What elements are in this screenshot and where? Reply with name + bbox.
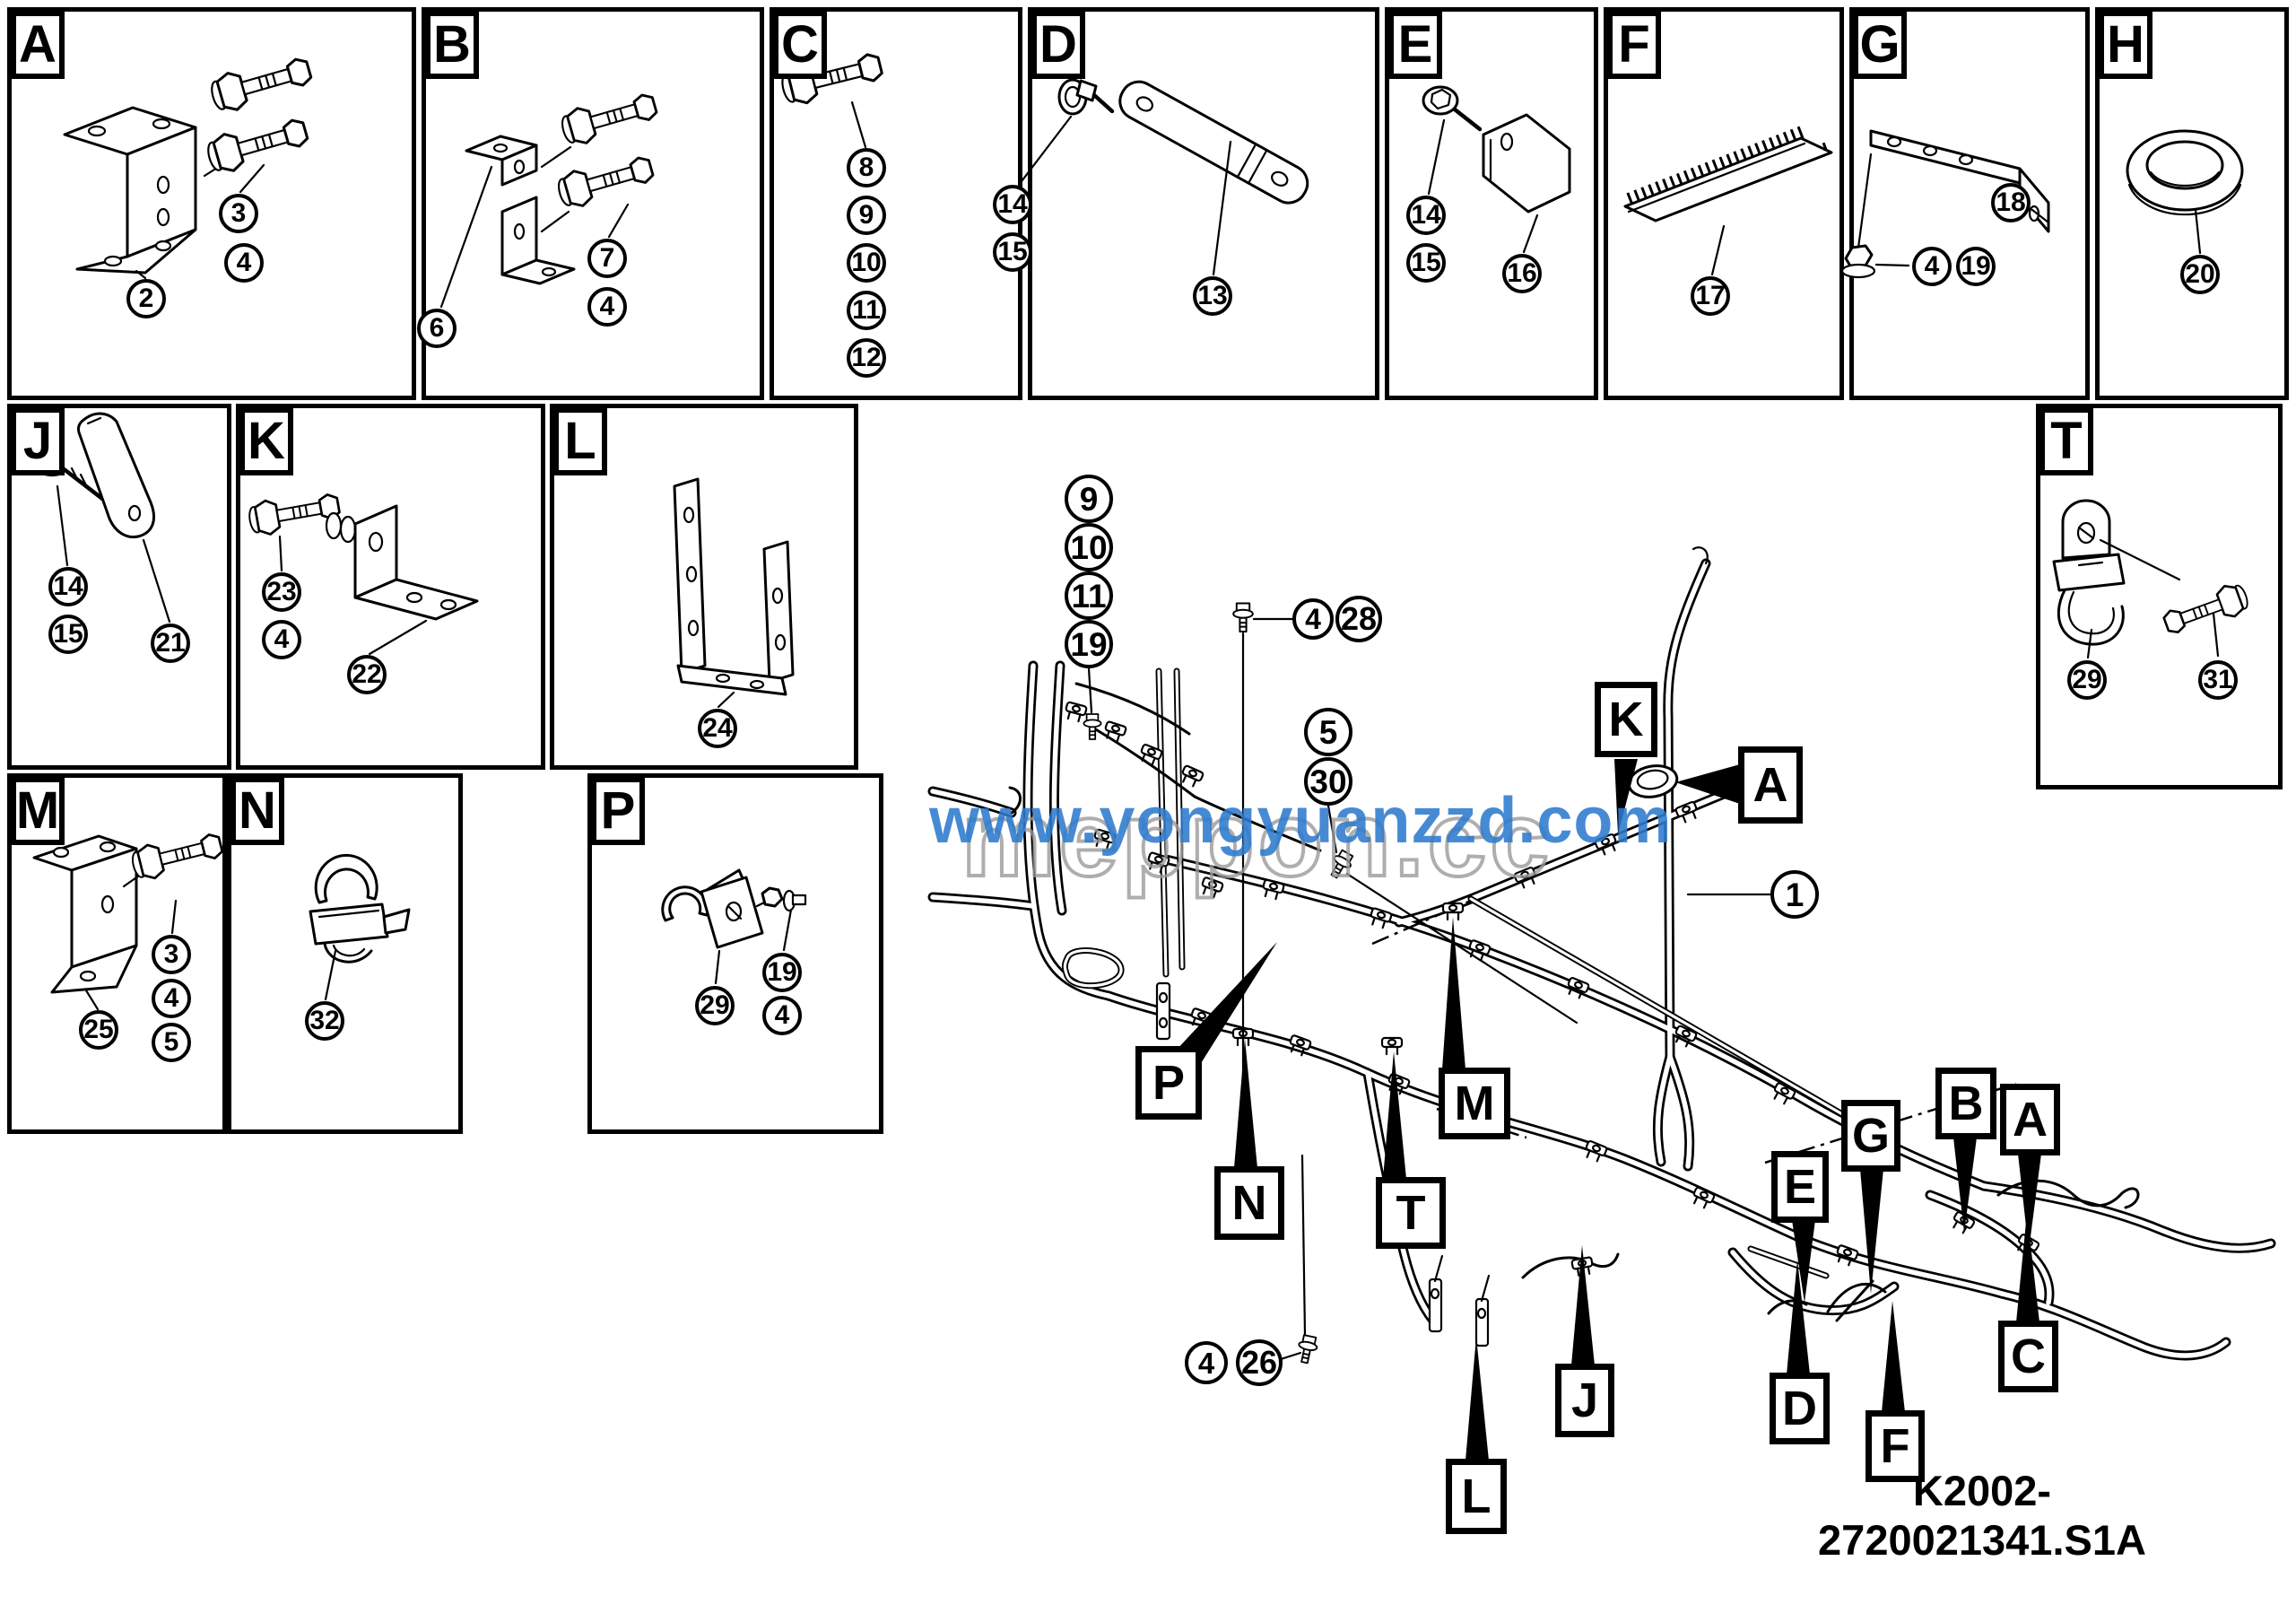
box-label-B: B xyxy=(425,11,479,79)
callout-circle-9: 9 xyxy=(1065,475,1113,523)
callout-circle-32: 32 xyxy=(305,1001,344,1041)
box-label-E: E xyxy=(1388,11,1442,79)
callout-circle-6: 6 xyxy=(417,309,457,348)
callout-circle-29: 29 xyxy=(2067,660,2107,700)
callout-circle-19: 19 xyxy=(1065,620,1113,668)
box-label-J: J xyxy=(11,407,65,475)
callout-circle-21: 21 xyxy=(151,624,190,663)
callout-circle-18: 18 xyxy=(1991,183,2031,222)
callout-circle-16: 16 xyxy=(1502,254,1542,293)
callout-circle-13: 13 xyxy=(1193,276,1232,316)
flag-J-7: J xyxy=(1555,1364,1614,1437)
callout-circle-4: 4 xyxy=(262,620,301,659)
callout-circle-10: 10 xyxy=(1065,523,1113,571)
flag-L-6: L xyxy=(1446,1459,1507,1534)
part-box-M xyxy=(7,773,227,1134)
watermark-gray: meppon.cc xyxy=(960,779,1552,901)
callout-circle-11: 11 xyxy=(1065,571,1113,620)
box-label-M: M xyxy=(11,777,65,845)
part-number: K2002-2720021341.S1A xyxy=(1818,1467,2146,1564)
box-label-P: P xyxy=(591,777,645,845)
callout-circle-11: 11 xyxy=(847,291,886,330)
callout-circle-4: 4 xyxy=(587,287,627,327)
callout-circle-14: 14 xyxy=(48,567,88,606)
part-box-L xyxy=(550,404,858,770)
box-label-D: D xyxy=(1031,11,1085,79)
callout-circle-20: 20 xyxy=(2180,255,2220,294)
callout-circle-5: 5 xyxy=(1304,708,1352,756)
box-label-L: L xyxy=(553,407,607,475)
box-label-N: N xyxy=(230,777,284,845)
flag-F-14: F xyxy=(1866,1410,1925,1482)
box-label-T: T xyxy=(2039,407,2093,475)
flag-A-11: A xyxy=(2000,1084,2060,1155)
part-box-A xyxy=(7,7,416,400)
flag-N-3: N xyxy=(1214,1166,1284,1240)
part-box-E xyxy=(1385,7,1598,400)
callout-circle-10: 10 xyxy=(847,243,886,283)
callout-circle-24: 24 xyxy=(698,709,737,748)
callout-circle-29: 29 xyxy=(695,986,735,1025)
callout-circle-28: 28 xyxy=(1335,596,1382,642)
callout-circle-4: 4 xyxy=(152,979,191,1018)
flag-K-0: K xyxy=(1595,682,1657,757)
callout-circle-15: 15 xyxy=(1406,243,1446,283)
callout-circle-2: 2 xyxy=(126,279,166,318)
callout-circle-26: 26 xyxy=(1236,1339,1283,1386)
flag-D-13: D xyxy=(1770,1373,1830,1444)
part-box-H xyxy=(2095,7,2289,400)
callout-circle-15: 15 xyxy=(48,615,88,654)
callout-circle-12: 12 xyxy=(847,338,886,378)
callout-circle-7: 7 xyxy=(587,239,627,278)
callout-circle-22: 22 xyxy=(347,655,387,694)
watermark-blue: www.yongyuanzzd.com xyxy=(929,785,1673,857)
box-label-A: A xyxy=(11,11,65,79)
part-box-P xyxy=(587,773,883,1134)
part-box-B xyxy=(422,7,764,400)
callout-circle-8: 8 xyxy=(847,148,886,187)
callout-circle-4: 4 xyxy=(1185,1341,1228,1384)
callout-circle-3: 3 xyxy=(219,194,258,233)
callout-circle-23: 23 xyxy=(262,572,301,612)
callout-circle-5: 5 xyxy=(152,1023,191,1062)
flag-B-10: B xyxy=(1935,1068,1996,1139)
part-box-F xyxy=(1604,7,1844,400)
callout-circle-19: 19 xyxy=(1956,247,1996,286)
callout-circle-3: 3 xyxy=(152,935,191,974)
flag-M-5: M xyxy=(1439,1068,1510,1139)
box-label-G: G xyxy=(1853,11,1907,79)
part-box-N xyxy=(227,773,463,1134)
box-label-H: H xyxy=(2099,11,2152,79)
part-box-G xyxy=(1849,7,2090,400)
box-label-C: C xyxy=(773,11,827,79)
part-box-K xyxy=(236,404,545,770)
callout-circle-1: 1 xyxy=(1770,870,1819,919)
callout-circle-4: 4 xyxy=(1912,247,1952,286)
box-label-F: F xyxy=(1607,11,1661,79)
callout-circle-4: 4 xyxy=(224,243,264,283)
flag-A-1: A xyxy=(1738,746,1803,824)
callout-circle-4: 4 xyxy=(1292,598,1334,640)
flag-P-2: P xyxy=(1135,1046,1202,1120)
part-box-T xyxy=(2036,404,2283,789)
box-label-K: K xyxy=(239,407,293,475)
callout-circle-30: 30 xyxy=(1304,757,1352,806)
callout-circle-17: 17 xyxy=(1691,276,1730,316)
flag-E-8: E xyxy=(1771,1151,1829,1223)
callout-circle-15: 15 xyxy=(993,232,1032,272)
callout-circle-4: 4 xyxy=(762,996,802,1035)
callout-circle-14: 14 xyxy=(1406,196,1446,235)
flag-T-4: T xyxy=(1376,1177,1446,1249)
flag-G-9: G xyxy=(1841,1100,1900,1172)
callout-circle-9: 9 xyxy=(847,196,886,235)
flag-C-12: C xyxy=(1998,1321,2058,1392)
callout-circle-25: 25 xyxy=(79,1010,118,1050)
part-box-J xyxy=(7,404,231,770)
callout-circle-31: 31 xyxy=(2198,660,2238,700)
callout-circle-14: 14 xyxy=(993,185,1032,224)
callout-circle-19: 19 xyxy=(762,953,802,992)
